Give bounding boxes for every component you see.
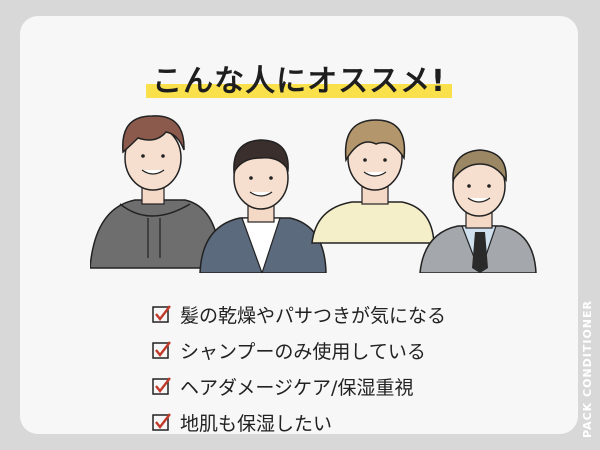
list-item-label: 髪の乾燥やパサつきが気になる: [180, 304, 447, 327]
list-item-label: シャンプーのみ使用している: [180, 340, 426, 363]
side-label: PACK CONDITIONER: [581, 300, 594, 438]
person-hoodie: [90, 115, 221, 269]
title-highlight: [146, 84, 452, 98]
list-item-label: 地肌も保湿したい: [180, 412, 333, 435]
person-blazer: [199, 139, 327, 273]
card: こんな人にオススメ!: [20, 16, 578, 435]
list-item: シャンプーのみ使用している: [152, 332, 446, 368]
title-wrap: こんな人にオススメ!: [20, 56, 578, 100]
people-illustration: [90, 115, 537, 273]
checkbox-icon: [152, 413, 171, 431]
page-title: こんな人にオススメ!: [146, 56, 452, 100]
checkbox-icon: [152, 341, 171, 359]
list-item: ヘアダメージケア/保湿重視: [152, 368, 446, 404]
checkbox-icon: [152, 305, 171, 323]
checkbox-icon: [152, 377, 171, 395]
list-item: 地肌も保湿したい: [152, 404, 446, 440]
list-item-label: ヘアダメージケア/保湿重視: [180, 376, 414, 399]
person-suit: [419, 149, 537, 273]
list-item: 髪の乾燥やパサつきが気になる: [152, 296, 446, 332]
person-sweater: [311, 119, 435, 244]
title-text: こんな人にオススメ!: [152, 64, 446, 99]
checklist: 髪の乾燥やパサつきが気になる シャンプーのみ使用している ヘアダメージケア/保湿…: [152, 296, 446, 440]
